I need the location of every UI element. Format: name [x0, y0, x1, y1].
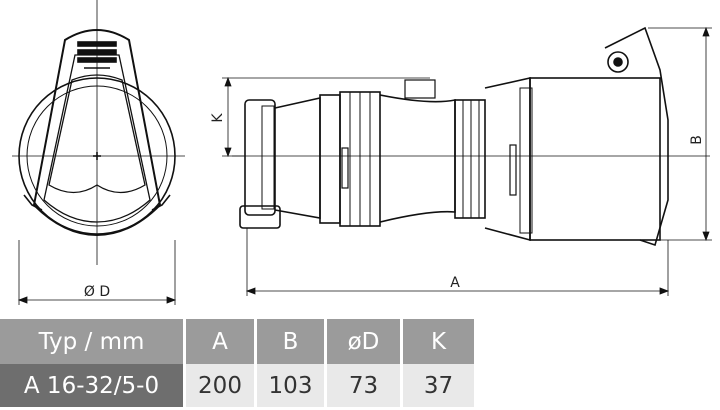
front-view [12, 0, 185, 265]
side-view [232, 26, 710, 247]
b-dimension [648, 26, 712, 242]
header-k: K [400, 319, 474, 364]
header-b: B [254, 319, 326, 364]
table-header-row: Typ / mm A B øD K [0, 319, 474, 364]
k-dimension [222, 76, 430, 158]
a-dimension [245, 228, 670, 296]
a-label: A [450, 275, 460, 291]
technical-drawing: Ø D [12, 0, 712, 305]
cell-b: 103 [254, 364, 326, 407]
cell-a: 200 [183, 364, 256, 407]
k-label: K [210, 113, 226, 123]
b-label: B [689, 135, 705, 145]
cell-k: 37 [400, 364, 474, 407]
cell-d: 73 [324, 364, 402, 407]
diameter-dimension [17, 240, 177, 305]
cell-type: A 16-32/5-0 [0, 364, 185, 407]
diameter-label: Ø D [84, 284, 110, 300]
table-row: A 16-32/5-0 200 103 73 37 [0, 364, 474, 407]
header-typ: Typ / mm [0, 319, 185, 364]
header-a: A [183, 319, 256, 364]
spec-table: Typ / mm A B øD K A 16-32/5-0 200 103 73… [0, 319, 474, 407]
header-d: øD [324, 319, 402, 364]
